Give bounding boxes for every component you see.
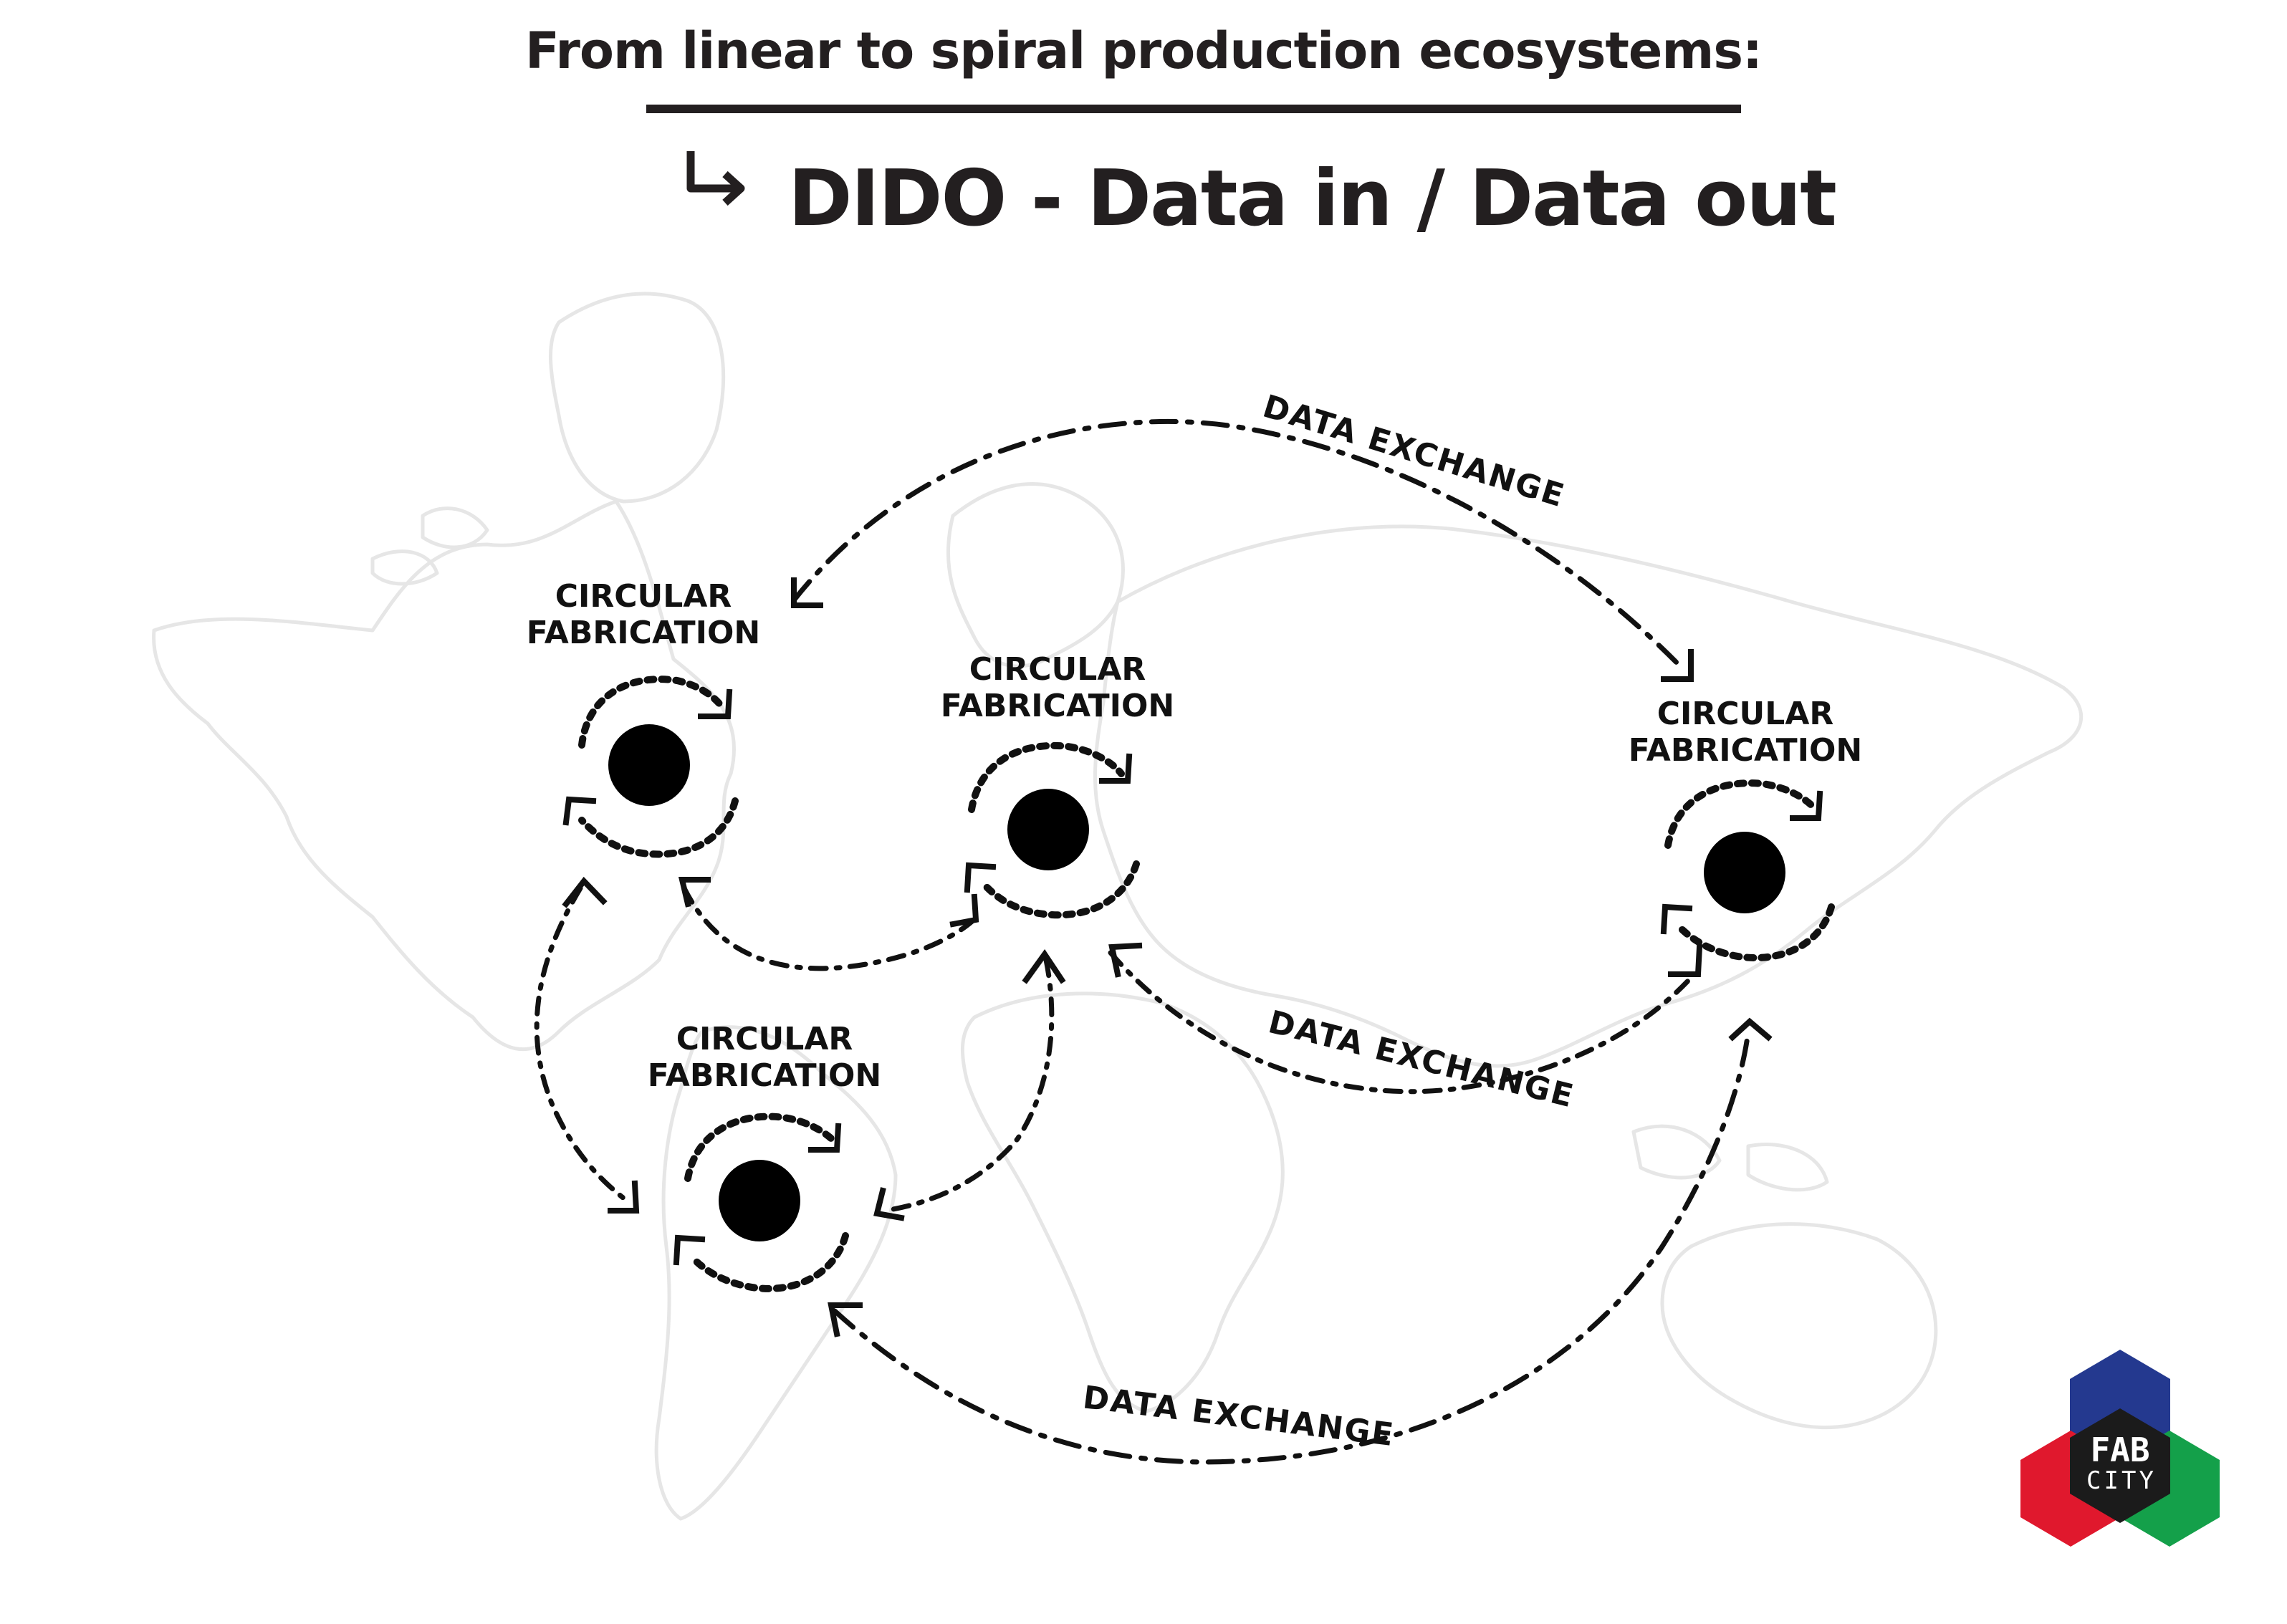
cycle-arrowhead-bottom [673, 1234, 706, 1266]
cycle-arrow-top [684, 1113, 839, 1182]
circular-fabrication-node-3: CIRCULAR FABRICATION [648, 1021, 881, 1292]
map-indonesia [1631, 1124, 1829, 1192]
cycle-arrow-bottom [578, 797, 739, 858]
return-arrow-icon [686, 151, 745, 206]
node-label-line2: FABRICATION [648, 1057, 881, 1094]
arrowhead-bottom-right [1728, 1017, 1773, 1042]
data-exchange-label-top: DATA EXCHANGE [1259, 388, 1570, 515]
arrowhead-n2-down [1022, 948, 1066, 984]
data-exchange-arc-middle [1108, 950, 1694, 1095]
world-map-background [152, 292, 2084, 1521]
data-exchange-label-bottom: DATA EXCHANGE [1081, 1379, 1397, 1454]
logo-text-city: CITY [2086, 1466, 2157, 1495]
edge-n1-n4: DATA EXCHANGE [791, 388, 1694, 682]
cycle-arrowhead-top [1099, 753, 1133, 784]
fabrication-hub [1007, 789, 1089, 870]
arrowhead-n3-right [873, 1187, 905, 1221]
edge-n1-n3 [534, 876, 640, 1214]
node-label-line2: FABRICATION [1629, 732, 1862, 769]
node-label-line1: CIRCULAR [676, 1021, 853, 1057]
arrowhead-n2 [949, 893, 979, 928]
node-label-line1: CIRCULAR [969, 651, 1146, 688]
data-exchange-arc-top [791, 418, 1687, 673]
fabrication-hub [719, 1160, 800, 1241]
edge-n2-n3 [873, 948, 1066, 1221]
node-label-line1: CIRCULAR [1657, 696, 1834, 732]
cycle-arrow-top [1664, 779, 1819, 849]
map-africa [960, 991, 1285, 1413]
connection-n1-n3 [534, 885, 633, 1206]
cycle-arrowhead-bottom [1660, 903, 1693, 935]
fabrication-hub [608, 724, 690, 806]
data-exchange-arc-bottom [832, 1029, 1751, 1465]
circular-fabrication-node-1: CIRCULAR FABRICATION [527, 578, 760, 858]
map-australia [1660, 1222, 1938, 1430]
edge-n3-n4: DATA EXCHANGE [828, 1017, 1773, 1465]
cycle-arrowhead-top [698, 688, 733, 719]
map-north-america [152, 499, 736, 1052]
circular-fabrication-node-2: CIRCULAR FABRICATION [941, 651, 1174, 919]
map-europe [946, 482, 1125, 668]
node-label-line1: CIRCULAR [555, 578, 732, 615]
cycle-arrow-top [968, 741, 1125, 813]
arrowhead-bottom-left [828, 1302, 863, 1337]
connection-n1-n2 [681, 885, 976, 971]
arrowhead-middle-right [1668, 943, 1703, 977]
node-label-line2: FABRICATION [941, 688, 1174, 724]
cycle-arrow-bottom [981, 860, 1140, 919]
fab-city-logo: FAB CITY [2020, 1350, 2220, 1547]
arrowhead-n1 [678, 877, 711, 908]
cycle-arrow-top [578, 676, 727, 749]
title-underline [646, 105, 1741, 113]
map-south-america [654, 1025, 898, 1521]
cycle-arrowhead-top [1790, 790, 1823, 821]
fabrication-hub [1704, 832, 1785, 913]
arrowhead-n3-up [608, 1180, 640, 1214]
map-greenland [548, 292, 726, 504]
arrowhead-top-right [1661, 649, 1694, 682]
logo-hexagon-core [2070, 1408, 2170, 1523]
arrowhead-top-left [791, 577, 823, 608]
cycle-arrowhead-top [808, 1123, 842, 1153]
diagram-subtitle: DIDO - Data in / Data out [788, 154, 1837, 244]
cycle-arrowhead-bottom [964, 862, 997, 893]
arrowhead-middle-left [1108, 942, 1143, 978]
logo-text-fab: FAB [2090, 1431, 2149, 1469]
diagram-title: From linear to spiral production ecosyst… [525, 21, 1763, 80]
map-asia [1093, 524, 2084, 1068]
circular-fabrication-node-4: CIRCULAR FABRICATION [1629, 696, 1862, 961]
edge-n1-n2 [678, 877, 979, 971]
cycle-arrow-bottom [689, 1232, 849, 1292]
cycle-arrow-bottom [1676, 903, 1835, 961]
node-label-line2: FABRICATION [527, 615, 760, 651]
map-arctic-islands [370, 506, 489, 586]
arrowhead-n1-down [562, 876, 608, 908]
cycle-arrowhead-bottom [562, 796, 597, 826]
connection-n2-n3 [882, 957, 1055, 1214]
